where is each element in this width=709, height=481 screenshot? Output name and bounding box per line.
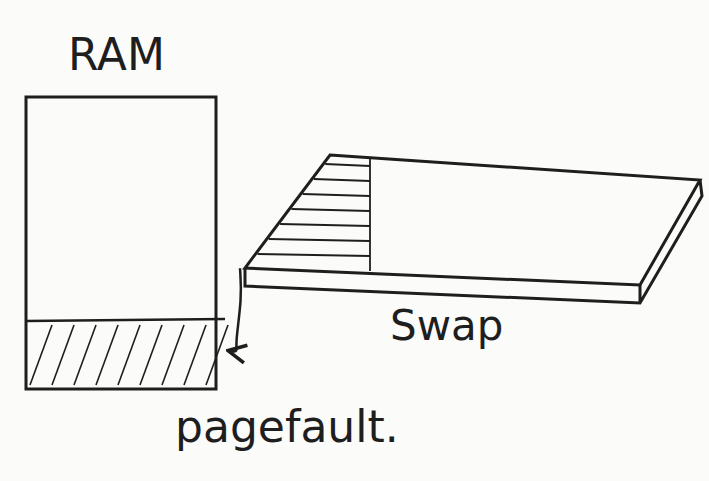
disk-top — [245, 155, 700, 285]
ram-divider — [26, 319, 225, 321]
block-heading: RAM — [68, 33, 165, 77]
ram-block: RAM — [20, 25, 225, 395]
swap-disk: Swap — [240, 150, 705, 365]
page-fault-arrow — [228, 268, 241, 351]
page-hatching — [30, 325, 228, 385]
ram-outline — [26, 97, 216, 389]
swap-hatching — [258, 158, 370, 271]
disk-label: Swap — [390, 305, 503, 347]
node-outline — [20, 25, 225, 395]
note-label: pagefault. — [175, 405, 399, 449]
disk-side — [245, 180, 702, 303]
